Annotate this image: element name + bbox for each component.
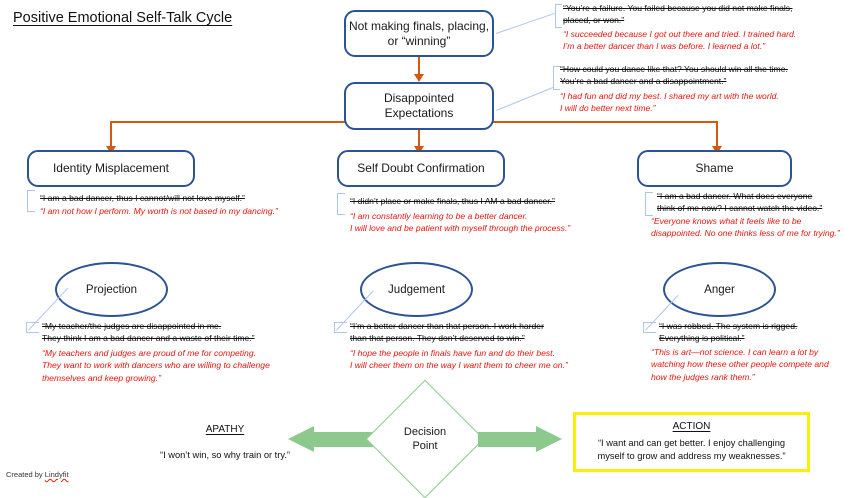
connector-expectations-stem (418, 130, 421, 149)
node-label: Self Doubt Confirmation (357, 161, 485, 175)
action-heading: ACTION (672, 420, 711, 432)
callout-bracket-anger (643, 322, 656, 333)
callout-bracket-expectations (553, 66, 560, 90)
page-title: Positive Emotional Self-Talk Cycle (13, 10, 233, 26)
callout-bracket-identity (27, 190, 35, 212)
node-projection[interactable]: Projection (55, 262, 168, 317)
action-outcome-box[interactable]: ACTION “I want and can get better. I enj… (573, 412, 810, 472)
note-trigger-negative: “You’re a failure. You failed because yo… (563, 3, 793, 26)
arrow-to-apathy-shaft (313, 432, 377, 447)
credit-author: Lindyfit (44, 470, 69, 479)
apathy-heading: APATHY (205, 424, 245, 435)
arrow-to-apathy-head (288, 426, 314, 452)
node-label: Judgement (388, 283, 445, 296)
node-judgement[interactable]: Judgement (360, 262, 473, 317)
note-trigger-positive: “I succeeded because I got out there and… (563, 29, 797, 52)
node-label: Projection (85, 283, 138, 296)
leader-line-expectations (496, 86, 554, 112)
connector-trigger-to-expectations (418, 57, 421, 76)
note-judgement-negative: “I’m a better dancer than that person. I… (350, 321, 544, 344)
callout-bracket-trigger (555, 4, 562, 28)
note-judgement-positive: “I hope the people in finals have fun an… (350, 348, 568, 371)
note-identity-negative: “I am a bad dancer, thus I cannot/will n… (40, 193, 245, 203)
node-label: Identity Misplacement (52, 161, 170, 175)
apathy-body: “I won’t win, so why train or try.” (159, 450, 290, 460)
note-expectations-positive: “I had fun and did my best. I shared my … (560, 91, 779, 114)
node-label: Not making finals, placing, or “winning” (348, 18, 490, 48)
action-body: “I want and can get better. I enjoy chal… (597, 437, 786, 461)
note-projection-positive: “My teachers and judges are proud of me … (42, 348, 270, 383)
node-anger[interactable]: Anger (663, 262, 776, 317)
note-shame-negative: “I am a bad dancer. What does everyone t… (657, 191, 823, 214)
node-label: Shame (695, 161, 734, 175)
callout-bracket-projection (26, 322, 39, 333)
node-self-doubt-confirmation[interactable]: Self Doubt Confirmation (337, 150, 505, 187)
callout-bracket-judgement (334, 322, 347, 333)
node-not-making-finals[interactable]: Not making finals, placing, or “winning” (344, 10, 494, 57)
callout-bracket-selfdoubt (337, 193, 345, 215)
credit-prefix: Created by (6, 470, 45, 479)
note-anger-negative: “I was robbed. The system is rigged. Eve… (659, 321, 798, 344)
note-selfdoubt-positive: “I am constantly learning to be a better… (350, 211, 571, 234)
connector-bus-to-identity (110, 121, 113, 149)
note-expectations-negative: “How could you dance like that? You shou… (560, 64, 788, 87)
leader-line-trigger (496, 12, 555, 35)
arrowhead-expectations (414, 74, 424, 82)
note-selfdoubt-negative: “I didn’t place or make finals, thus I A… (350, 196, 555, 206)
callout-bracket-shame (645, 192, 653, 216)
arrow-to-action-shaft (478, 432, 538, 447)
arrow-to-action-head (536, 426, 562, 452)
node-label: Anger (704, 283, 735, 296)
note-identity-positive: “I am not how I perform. My worth is not… (40, 206, 278, 216)
node-disappointed-expectations[interactable]: Disappointed Expectations (344, 82, 494, 130)
note-projection-negative: “My teacher/the judges are disappointed … (42, 321, 255, 344)
note-anger-positive: “This is art—not science. I can learn a … (651, 347, 829, 382)
note-shame-positive: “Everyone knows what it feels like to be… (651, 216, 840, 239)
credit-line: Created by Lindyfit (6, 470, 69, 479)
decision-point-label: Decision Point (403, 426, 447, 453)
node-shame[interactable]: Shame (637, 150, 792, 187)
node-label: Disappointed Expectations (383, 91, 455, 120)
node-identity-misplacement[interactable]: Identity Misplacement (27, 150, 195, 187)
connector-bus-to-shame (716, 121, 719, 149)
